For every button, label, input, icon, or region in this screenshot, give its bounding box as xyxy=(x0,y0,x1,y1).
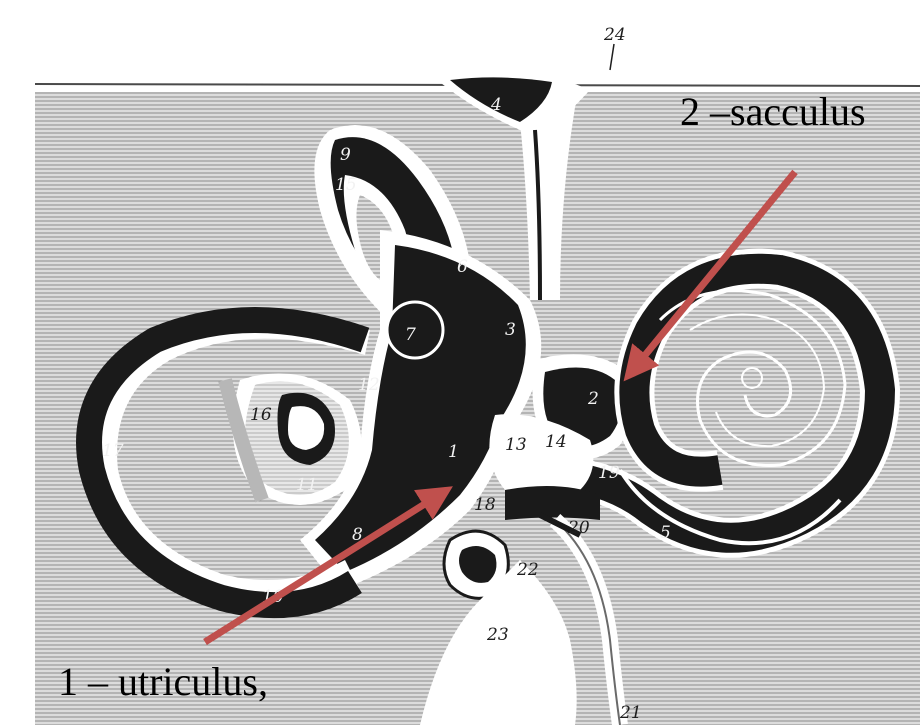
number-12: 12 xyxy=(358,375,380,395)
number-2: 2 xyxy=(587,389,599,409)
utriculus-label: 1 – utriculus, xyxy=(58,662,268,702)
number-19: 19 xyxy=(598,463,620,483)
number-1: 1 xyxy=(448,442,459,462)
number-7: 7 xyxy=(405,325,416,345)
number-17: 17 xyxy=(102,441,124,461)
number-15: 15 xyxy=(335,175,357,195)
number-23: 23 xyxy=(486,625,509,645)
number-13: 13 xyxy=(505,435,527,455)
sacculus-label: 2 –sacculus xyxy=(680,92,866,132)
number-22: 22 xyxy=(516,560,539,580)
number-16: 16 xyxy=(250,405,272,425)
number-5: 5 xyxy=(660,523,671,543)
number-6: 6 xyxy=(457,257,468,277)
number-18: 18 xyxy=(474,495,496,515)
number-21: 21 xyxy=(619,703,642,723)
number-20: 20 xyxy=(567,518,590,538)
number-4: 4 xyxy=(490,95,502,115)
number-11: 11 xyxy=(296,475,318,495)
number-14: 14 xyxy=(545,432,567,452)
number-24: 24 xyxy=(603,25,626,45)
number-9: 9 xyxy=(340,145,351,165)
number-3: 3 xyxy=(505,320,516,340)
